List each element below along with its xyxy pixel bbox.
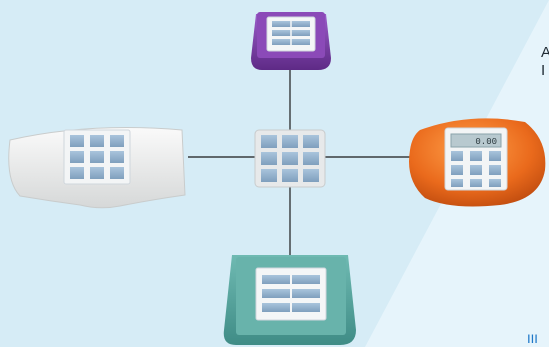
center-keypad-module: [254, 129, 326, 188]
right-text-line-2: I: [541, 62, 546, 79]
right-text-line-1: A: [541, 44, 549, 61]
footer-text: ווו: [527, 330, 538, 346]
purple-square-module: [251, 12, 331, 70]
teal-square-module: [223, 255, 356, 345]
orange-module-display: 0.00: [475, 137, 497, 147]
connector-lines: [188, 70, 412, 255]
orange-oval-module: 0.00: [409, 118, 546, 207]
white-curved-module: [8, 127, 186, 209]
